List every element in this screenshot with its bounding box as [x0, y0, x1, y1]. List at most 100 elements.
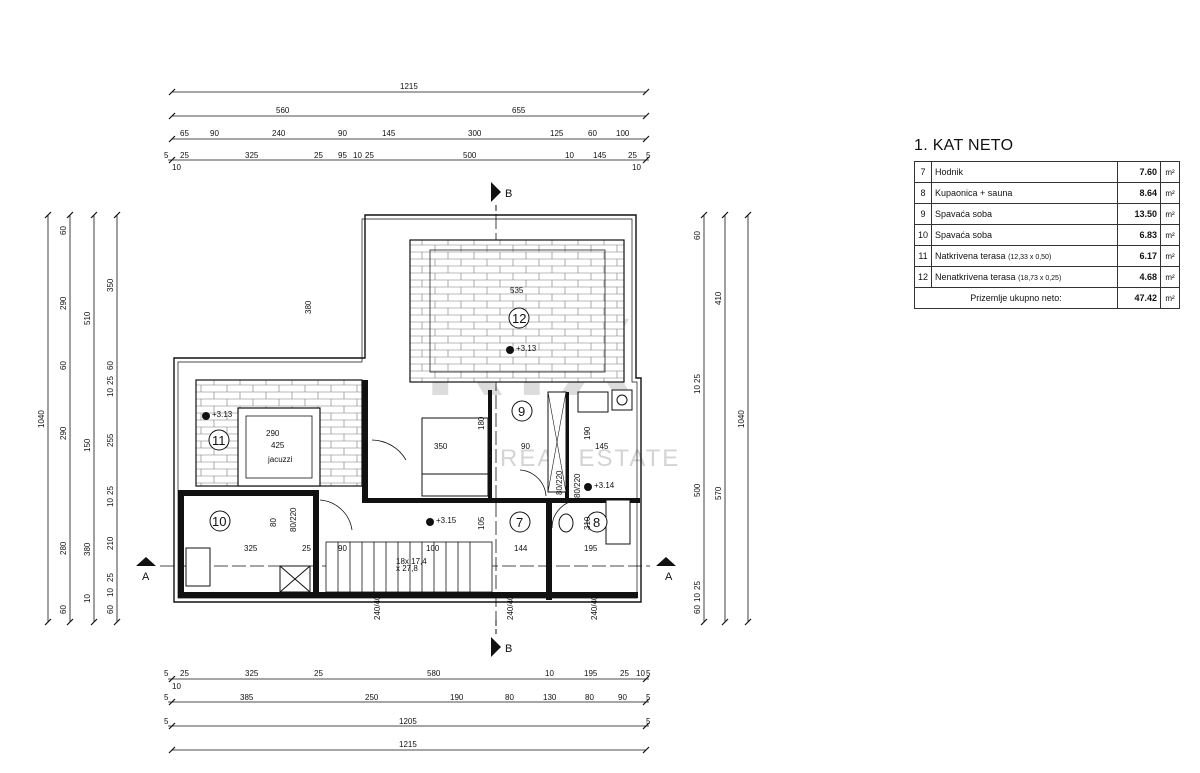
- dim-label: 125: [550, 129, 564, 138]
- total-value: 47.42: [1117, 287, 1161, 309]
- door-label: 80/220: [573, 473, 582, 498]
- dim-label: 80: [585, 693, 594, 702]
- dim-top-total: 1215: [400, 82, 418, 91]
- left-dim-labels: 1040 60 290 60 290 280 60 510 150 380 10…: [37, 226, 115, 614]
- dim-label: 100: [426, 544, 440, 553]
- door-label: 240/40: [590, 595, 599, 620]
- room-number: 9: [913, 203, 933, 225]
- dim-label: 25: [106, 376, 115, 385]
- room-name: Hodnik: [931, 161, 1118, 183]
- dim-label: 60: [693, 605, 702, 614]
- dimension-tick: [44, 618, 52, 626]
- room-name: Nenatkrivena terasa (18,73 x 0,25): [931, 266, 1118, 288]
- staircase: [325, 541, 493, 593]
- dim-label: 95: [338, 151, 347, 160]
- legend-title: 1. KAT NETO: [914, 137, 1014, 154]
- jacuzzi-label: jacuzzi: [267, 455, 293, 464]
- room-labels: 12 11 9 10 7 8: [208, 307, 608, 533]
- room-name-extra: (12,33 x 0,50): [1008, 254, 1052, 261]
- room-number: 11: [913, 245, 933, 267]
- dim-label: 535: [510, 286, 524, 295]
- dim-label: 5: [646, 669, 651, 678]
- area-table: 7 Hodnik 7.60 m² 8 Kupaonica + sauna 8.6…: [913, 161, 1180, 309]
- dimension-tick: [642, 746, 650, 754]
- dim-label: 10: [693, 385, 702, 394]
- dim-label: 100: [616, 129, 630, 138]
- dimension-tick: [642, 698, 650, 706]
- dim-label: 144: [514, 544, 528, 553]
- room-11-label: 11: [212, 433, 226, 448]
- dimension-tick: [66, 618, 74, 626]
- room-10-label: 10: [212, 514, 226, 529]
- dim-label: 80: [505, 693, 514, 702]
- dim-label: 25: [365, 151, 374, 160]
- dim-label: 25: [628, 151, 637, 160]
- level-label: +3.13: [516, 344, 537, 353]
- dim-label: 130: [543, 693, 557, 702]
- side-cabinet: [185, 547, 211, 587]
- dim-label: 385: [240, 693, 254, 702]
- dim-label: 350: [434, 442, 448, 451]
- dim-label: 145: [382, 129, 396, 138]
- dim-label: 105: [477, 516, 486, 530]
- table-row: 7 Hodnik 7.60 m²: [913, 161, 1180, 183]
- dim-label: 25: [693, 581, 702, 590]
- dim-label: 350: [106, 278, 115, 292]
- room-name-text: Kupaonica + sauna: [935, 188, 1013, 198]
- door-label: 240/40: [506, 595, 515, 620]
- dim-label: 570: [714, 486, 723, 500]
- dim-label: 10: [83, 594, 92, 603]
- dim-label: 380: [304, 300, 313, 314]
- room-number: 7: [913, 161, 933, 183]
- room-name: Spavaća soba: [931, 203, 1118, 225]
- unit: m²: [1160, 182, 1180, 204]
- dim-label: 90: [338, 544, 347, 553]
- section-b-bottom: B: [505, 643, 512, 655]
- dim-label: 60: [59, 605, 68, 614]
- dimension-tick: [168, 675, 176, 683]
- dim-label: 150: [83, 438, 92, 452]
- jacuzzi-width: 290: [266, 429, 280, 438]
- dimension-tick: [168, 112, 176, 120]
- room-name-text: Hodnik: [935, 167, 964, 177]
- room-name: Natkrivena terasa (12,33 x 0,50): [931, 245, 1118, 267]
- dim-label: 25: [106, 486, 115, 495]
- door-label: 240/40: [373, 595, 382, 620]
- dimension-tick: [168, 722, 176, 730]
- bed: [421, 417, 489, 497]
- dim-label: 5: [164, 693, 169, 702]
- room-name-text: Spavaća soba: [935, 230, 993, 240]
- dim-label: 25: [314, 151, 323, 160]
- door-swings: [319, 439, 581, 531]
- dimension-tick: [700, 211, 708, 219]
- top-dimensions: [47, 91, 749, 751]
- dim-label: 5: [646, 151, 651, 160]
- unit: m²: [1160, 203, 1180, 225]
- room-number: 10: [913, 224, 933, 246]
- right-dim-labels: 60 25 10 500 25 10 60 410 570 1040: [693, 231, 746, 614]
- stair-label: 18x 17,4: [396, 557, 427, 566]
- room-8-label: 8: [593, 515, 600, 530]
- dim-label: 1205: [399, 717, 417, 726]
- room-area: 6.17: [1117, 245, 1161, 267]
- dim-label: 90: [521, 442, 530, 451]
- dim-bottom-total: 1215: [399, 740, 417, 749]
- room-area: 7.60: [1117, 161, 1161, 183]
- dim-top-560: 560: [276, 106, 290, 115]
- dim-label: 60: [106, 361, 115, 370]
- dim-label: 60: [106, 605, 115, 614]
- door-label: 80/220: [555, 470, 564, 495]
- dim-label: 190: [450, 693, 464, 702]
- dim-label: 145: [595, 442, 609, 451]
- interior-annotations: jacuzzi 290 425 535 350 90 145 325 25 90…: [244, 286, 609, 620]
- dimension-tick: [90, 211, 98, 219]
- dimension-tick: [168, 135, 176, 143]
- dimension-tick: [44, 211, 52, 219]
- dimension-tick: [168, 746, 176, 754]
- room-9-label: 9: [518, 404, 525, 419]
- dimension-tick: [168, 156, 176, 164]
- dim-label: 510: [83, 311, 92, 325]
- dim-right-total: 1040: [737, 410, 746, 428]
- dim-label: 145: [593, 151, 607, 160]
- section-a-right: A: [665, 571, 673, 583]
